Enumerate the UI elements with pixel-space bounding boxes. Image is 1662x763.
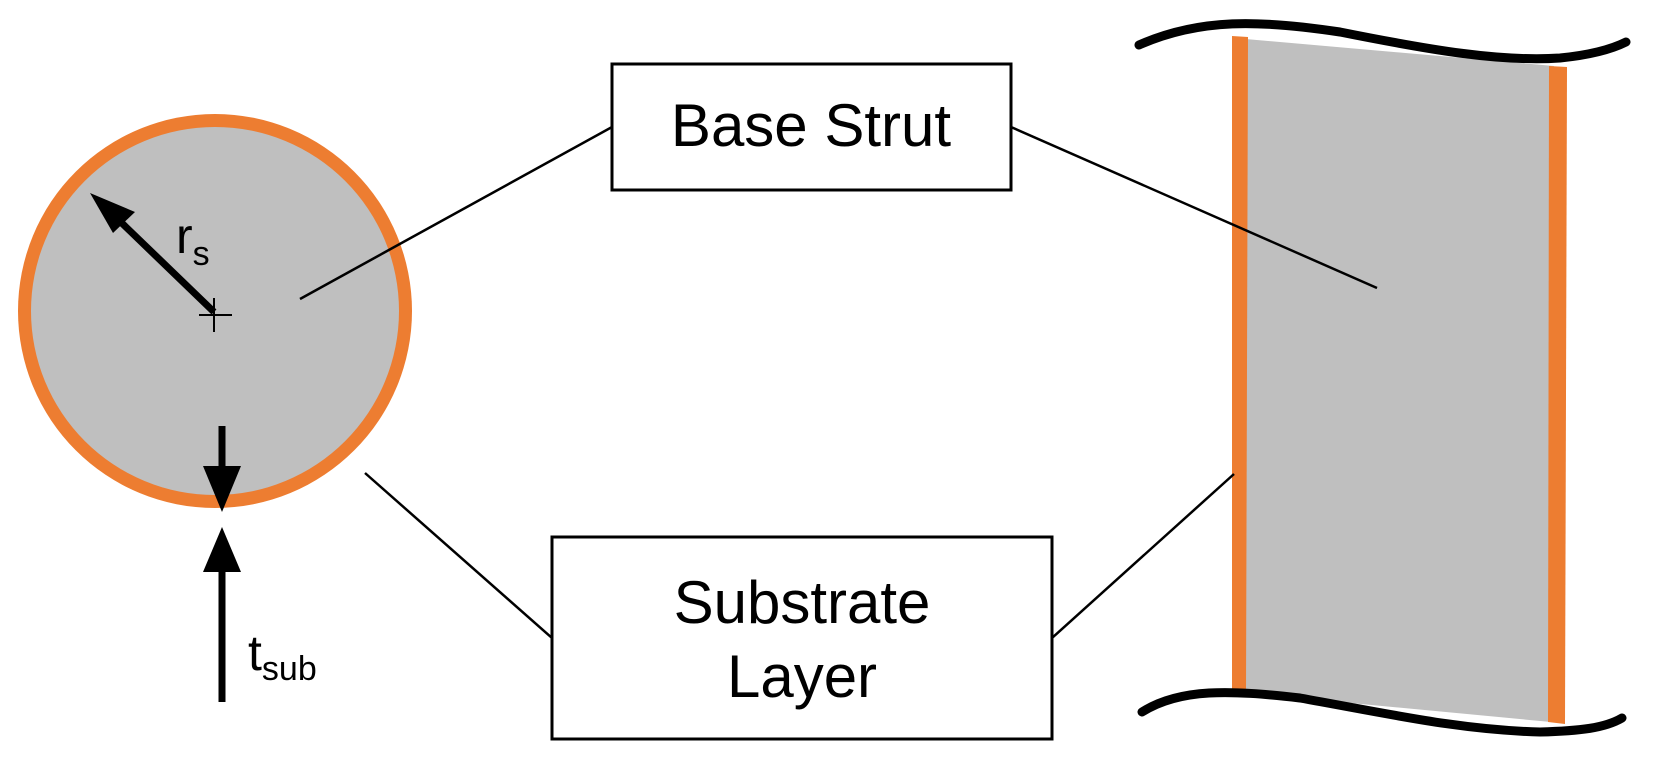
strut-cross-section [18,114,412,508]
center-crosshair-icon [199,298,232,332]
substrate-label-line1: Substrate [674,569,931,636]
substrate-left-strip [1232,36,1248,692]
base-strut-box [610,62,1013,192]
base-strut-callout: Base Strut [610,62,1013,192]
thickness-arrow-down-icon [203,426,241,512]
substrate-layer-box [550,535,1054,741]
radius-symbol: r [176,208,193,264]
substrate-right-strip [1548,66,1567,724]
thickness-symbol: t [248,625,262,681]
radius-subscript: s [193,235,210,273]
substrate-label-line2: Layer [727,643,877,710]
radius-arrow-icon [90,193,217,315]
radius-label: rs [176,208,210,273]
leader-substrate-left [364,472,553,639]
thickness-label: tsub [248,625,317,688]
strut-bottom-edge [1137,688,1627,737]
leader-substrate-right [1051,473,1235,639]
leader-lines [299,125,1378,639]
thickness-subscript: sub [262,650,317,688]
thickness-arrow-up-icon [203,527,241,702]
leader-base-strut-right [1010,125,1378,290]
substrate-layer-callout: Substrate Layer [550,535,1054,741]
leader-base-strut-left [299,125,613,301]
strut-longitudinal-section [1134,19,1631,737]
base-strut-label: Base Strut [671,92,951,159]
strut-core-rect [1234,38,1554,722]
strut-top-edge [1134,19,1631,64]
